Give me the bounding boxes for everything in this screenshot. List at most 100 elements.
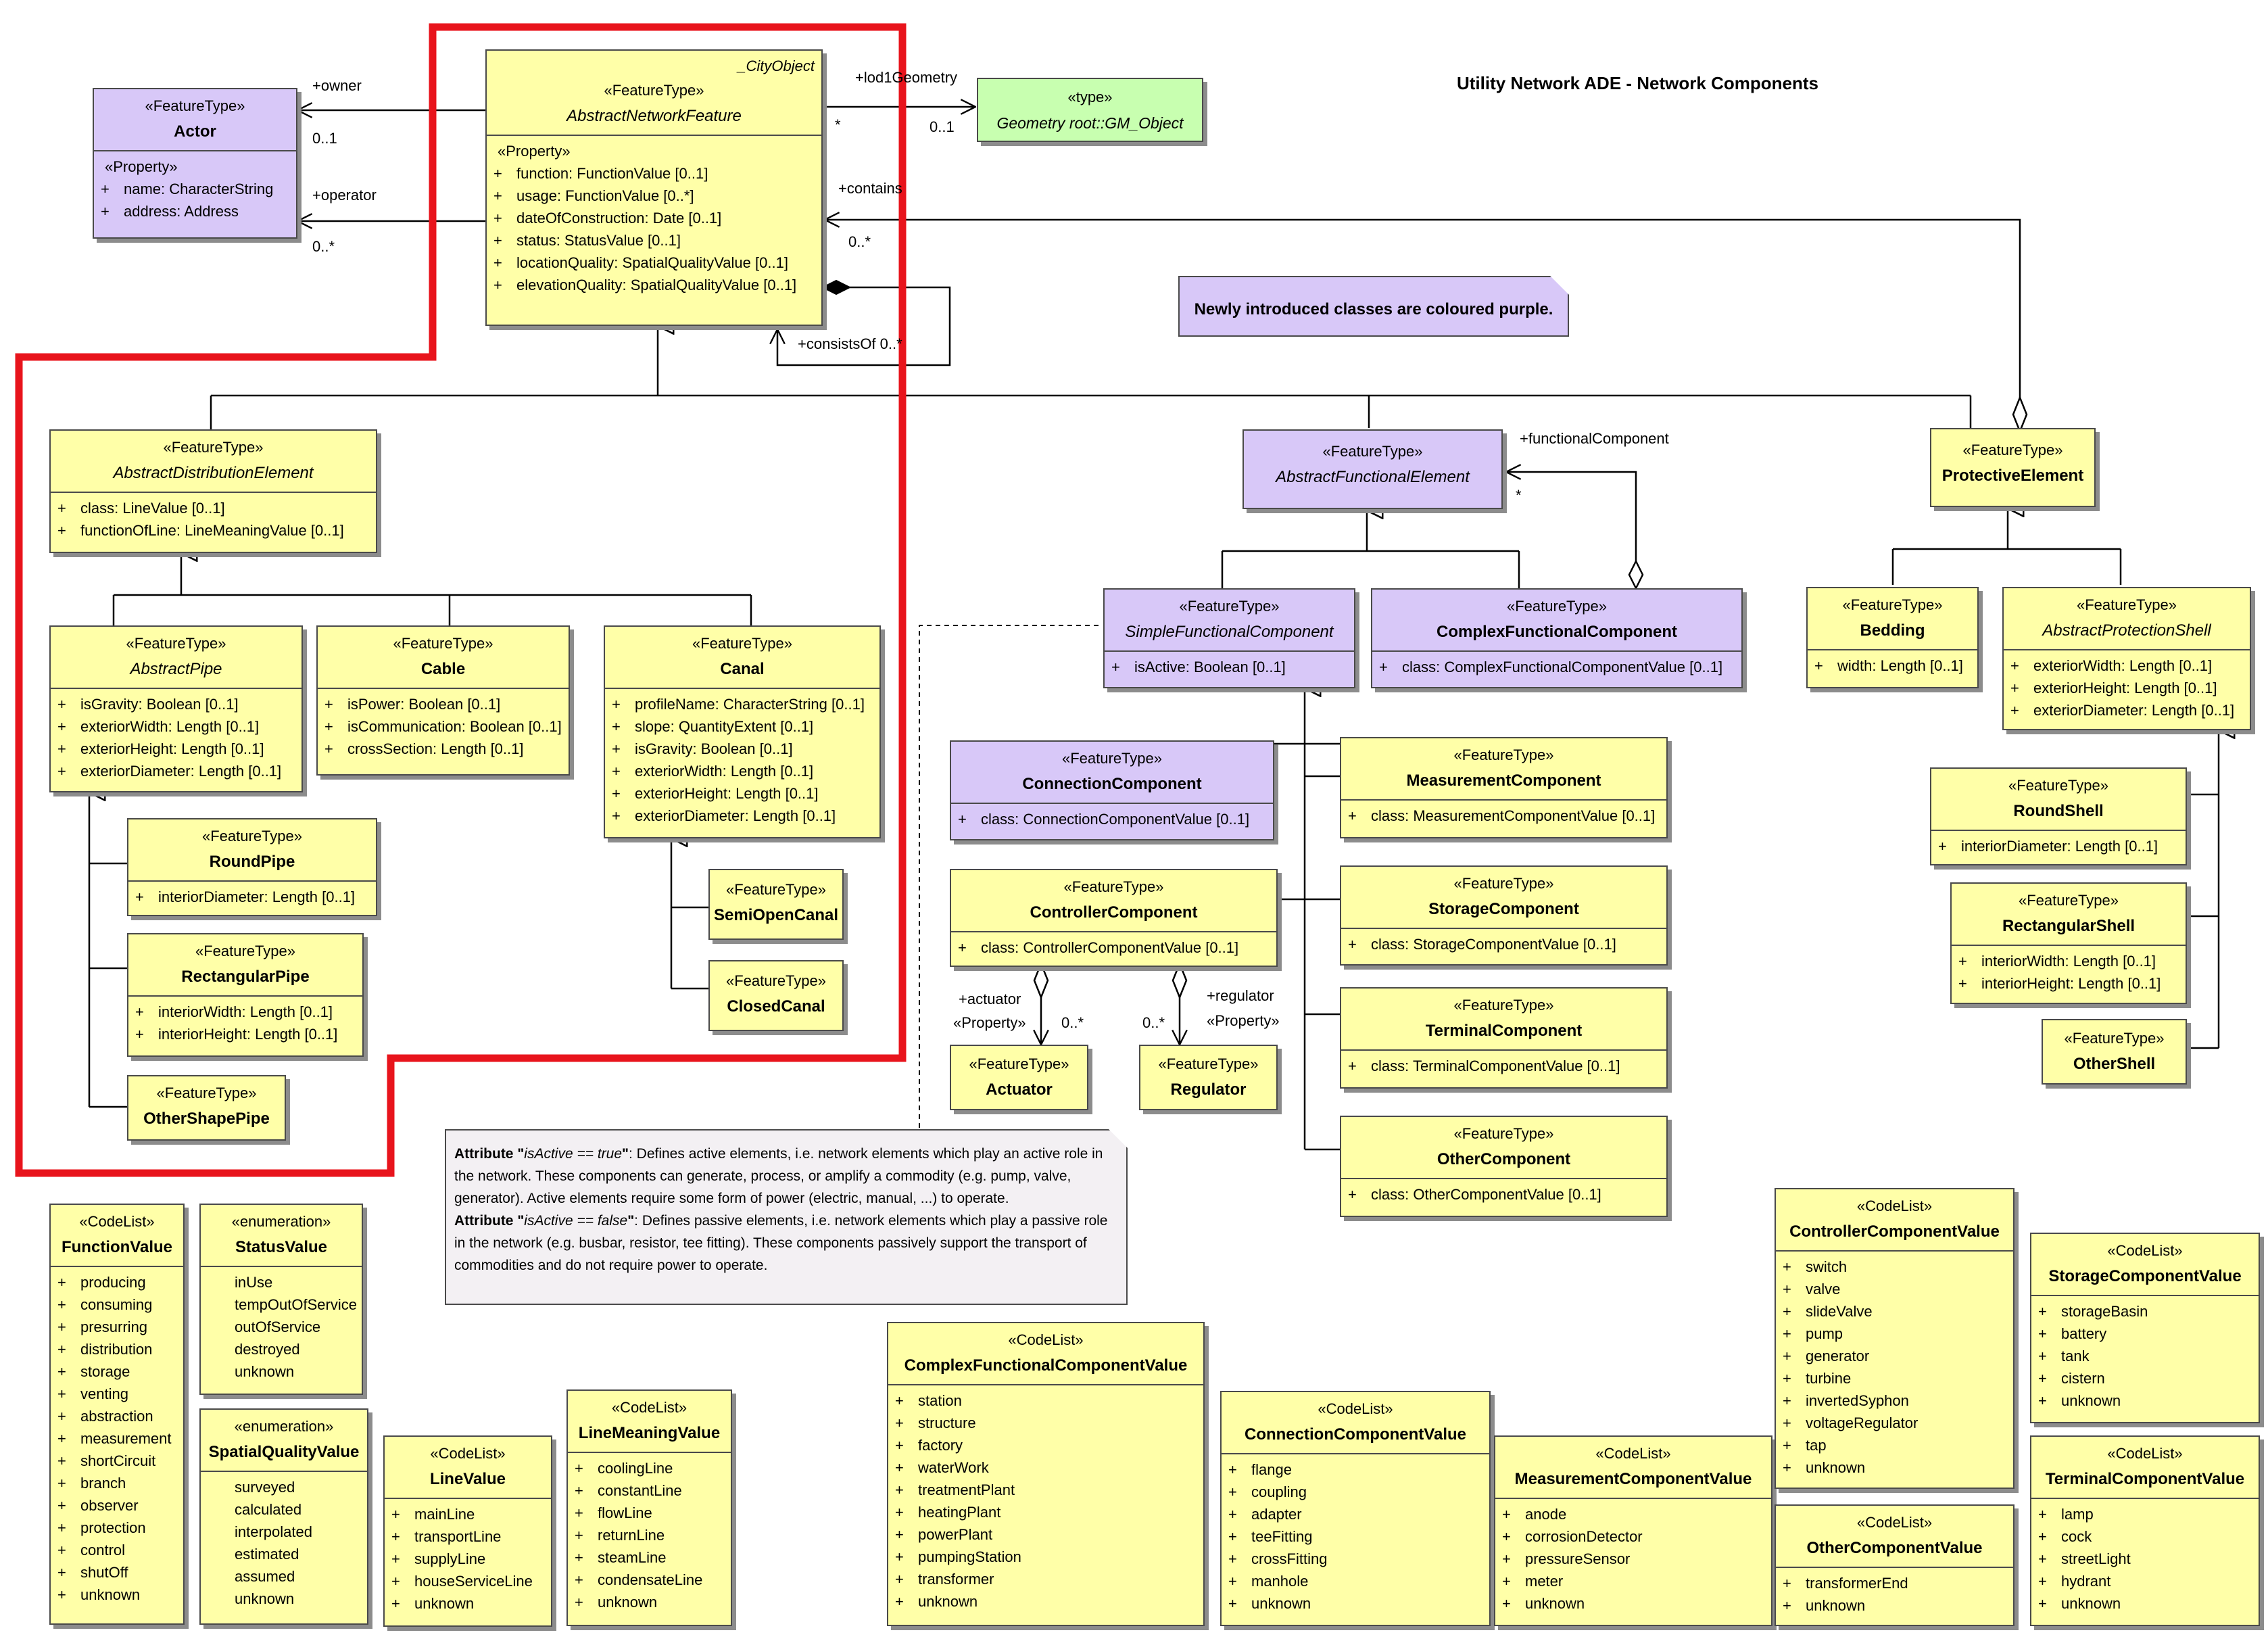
list-item: +transformerEnd [1783,1575,1908,1592]
codelist-storage-component-value[interactable]: «CodeList» StorageComponentValue +storag… [2030,1233,2260,1423]
codelist-controller-component-value[interactable]: «CodeList» ControllerComponentValue +swi… [1775,1188,2014,1489]
stereotype-label: «FeatureType» [195,943,295,959]
attribute-row: +elevationQuality: SpatialQualityValue [… [493,277,797,293]
class-actor[interactable]: «FeatureType» Actor «Property» +name: Ch… [93,88,297,239]
parent-class-label: _CityObject [738,57,815,74]
codelist-function-value[interactable]: «CodeList» FunctionValue +producing +con… [49,1204,185,1625]
class-canal[interactable]: «FeatureType» Canal +profileName: Charac… [604,625,881,838]
list-item: +generator [1783,1348,1870,1364]
class-bedding[interactable]: «FeatureType» Bedding +width: Length [0.… [1806,587,1979,688]
class-name: ControllerComponent [1030,903,1198,922]
class-protective-element[interactable]: «FeatureType» ProtectiveElement [1930,428,2096,507]
class-regulator[interactable]: «FeatureType» Regulator [1139,1045,1278,1110]
class-name: Regulator [1170,1080,1247,1099]
class-abstract-pipe[interactable]: «FeatureType» AbstractPipe +isGravity: B… [49,625,303,792]
class-abstract-distribution-element[interactable]: «FeatureType» AbstractDistributionElemen… [49,429,377,553]
codelist-complex-functional-component-value[interactable]: «CodeList» ComplexFunctionalComponentVal… [887,1322,1205,1626]
list-item: +unknown [575,1594,658,1611]
class-name: ClosedCanal [727,997,825,1016]
class-controller-component[interactable]: «FeatureType» ControllerComponent +class… [950,869,1278,967]
class-terminal-component[interactable]: «FeatureType» TerminalComponent +class: … [1340,987,1668,1089]
class-name: StorageComponentValue [2048,1267,2242,1285]
attribute-row: +exteriorHeight: Length [0..1] [57,740,264,757]
codelist-measurement-component-value[interactable]: «CodeList» MeasurementComponentValue +an… [1494,1435,1772,1626]
attribute-row: +functionOfLine: LineMeaningValue [0..1] [57,522,344,539]
list-item: +branch [57,1475,126,1492]
attribute-row: +class: MeasurementComponentValue [0..1] [1348,807,1656,824]
class-name: StorageComponent [1428,900,1579,918]
attribute-row: +exteriorHeight: Length [0..1] [2010,680,2217,696]
class-other-shell[interactable]: «FeatureType» OtherShell [2042,1019,2187,1085]
list-item: +shutOff [57,1564,128,1581]
class-actuator[interactable]: «FeatureType» Actuator [950,1045,1088,1110]
stereotype-label: «FeatureType» [1158,1055,1259,1072]
actuator-stereotype: «Property» [953,1014,1026,1031]
class-measurement-component[interactable]: «FeatureType» MeasurementComponent +clas… [1340,737,1668,838]
attribute-row: +class: OtherComponentValue [0..1] [1348,1186,1601,1203]
attribute-row: +exteriorWidth: Length [0..1] [2010,657,2213,674]
codelist-connection-component-value[interactable]: «CodeList» ConnectionComponentValue +fla… [1220,1391,1491,1626]
list-item: +cistern [2038,1370,2105,1387]
list-item: +houseServiceLine [391,1573,533,1590]
list-item: +flowLine [575,1504,652,1521]
class-cable[interactable]: «FeatureType» Cable +isPower: Boolean [0… [316,625,570,776]
list-item: +cock [2038,1528,2092,1545]
class-other-component[interactable]: «FeatureType» OtherComponent +class: Oth… [1340,1116,1668,1217]
class-connection-component[interactable]: «FeatureType» ConnectionComponent +class… [950,740,1274,840]
attribute-row: +interiorDiameter: Length [0..1] [1938,838,2158,855]
aggregation-diamond [1172,961,1188,1000]
regulator-stereotype: «Property» [1207,1012,1280,1029]
class-complex-functional-component[interactable]: «FeatureType» ComplexFunctionalComponent… [1371,588,1743,688]
list-item: +pump [1783,1325,1843,1342]
codelist-terminal-component-value[interactable]: «CodeList» TerminalComponentValue +lamp … [2030,1435,2260,1626]
attribute-row: +exteriorDiameter: Length [0..1] [2010,702,2235,719]
class-name: SemiOpenCanal [714,906,839,924]
attribute-row: +interiorWidth: Length [0..1] [1958,953,2156,970]
stereotype-label: «FeatureType» [2008,777,2108,794]
class-simple-functional-component[interactable]: «FeatureType» SimpleFunctionalComponent … [1103,588,1355,688]
enumeration-status-value[interactable]: «enumeration» StatusValue inUse tempOutO… [199,1204,363,1395]
section-label: «Property» [498,143,571,160]
stereotype-label: «CodeList» [2107,1242,2183,1259]
list-item: +unknown [1783,1597,1866,1614]
stereotype-label: «CodeList» [611,1399,687,1416]
owner-role-label: +owner [312,77,362,94]
enumeration-spatial-quality-value[interactable]: «enumeration» SpatialQualityValue survey… [199,1408,368,1625]
consistsof-association [777,286,951,366]
class-name: OtherComponent [1437,1150,1571,1168]
class-rectangular-pipe[interactable]: «FeatureType» RectangularPipe +interiorW… [127,933,364,1057]
class-closed-canal[interactable]: «FeatureType» ClosedCanal [708,960,844,1031]
attribute-row: +interiorDiameter: Length [0..1] [135,888,356,905]
stereotype-label: «FeatureType» [1453,875,1554,892]
class-rectangular-shell[interactable]: «FeatureType» RectangularShell +interior… [1950,882,2187,1004]
class-abstract-network-feature[interactable]: _CityObject «FeatureType» AbstractNetwor… [485,49,823,326]
class-name: RectangularPipe [181,968,310,986]
codelist-line-meaning-value[interactable]: «CodeList» LineMeaningValue +coolingLine… [566,1389,732,1626]
class-round-pipe[interactable]: «FeatureType» RoundPipe +interiorDiamete… [127,818,377,916]
class-storage-component[interactable]: «FeatureType» StorageComponent +class: S… [1340,865,1668,966]
list-item: unknown [235,1590,295,1607]
stereotype-label: «FeatureType» [1322,443,1423,460]
class-name: Actuator [986,1080,1053,1099]
class-abstract-functional-element[interactable]: «FeatureType» AbstractFunctionalElement [1242,429,1503,509]
regulator-role-label: +regulator [1207,987,1274,1004]
list-item: +storage [57,1363,130,1380]
codelist-other-component-value[interactable]: «CodeList» OtherComponentValue +transfor… [1775,1504,2014,1626]
list-item: +protection [57,1519,146,1536]
attribute-row: +locationQuality: SpatialQualityValue [0… [493,254,788,271]
class-semi-open-canal[interactable]: «FeatureType» SemiOpenCanal [708,869,844,940]
attribute-row: +interiorHeight: Length [0..1] [135,1026,338,1043]
list-item: +presurring [57,1318,148,1335]
class-name: AbstractNetworkFeature [566,107,742,125]
class-abstract-protection-shell[interactable]: «FeatureType» AbstractProtectionShell +e… [2002,587,2251,730]
class-name: ConnectionComponent [1022,775,1202,793]
attribute-row: +width: Length [0..1] [1814,657,1963,674]
class-other-shape-pipe[interactable]: «FeatureType» OtherShapePipe [127,1075,286,1141]
stereotype-label: «FeatureType» [1507,598,1607,615]
codelist-line-value[interactable]: «CodeList» LineValue +mainLine +transpor… [383,1435,552,1627]
list-item: +corrosionDetector [1502,1528,1643,1545]
list-item: +valve [1783,1281,1841,1298]
class-round-shell[interactable]: «FeatureType» RoundShell +interiorDiamet… [1930,767,2187,865]
class-name: AbstractPipe [130,660,222,678]
class-geometry-root[interactable]: «type» Geometry root::GM_Object [977,78,1203,142]
